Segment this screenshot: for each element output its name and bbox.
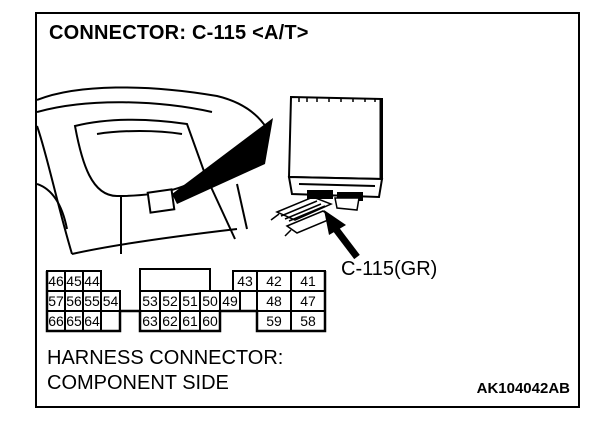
callout-arrow [324, 210, 360, 260]
dashboard-outline [37, 86, 270, 255]
control-unit [270, 95, 384, 237]
figure-code: AK104042AB [476, 380, 570, 397]
footer-line-2: COMPONENT SIDE [47, 372, 229, 394]
footer-line-1: HARNESS CONNECTOR: [47, 347, 284, 369]
connector-callout-label: C-115(GR) [341, 258, 438, 280]
location-wedge [172, 118, 273, 204]
illustration [37, 86, 384, 333]
connector-face [45, 268, 327, 333]
mount-location [146, 188, 176, 214]
diagram-frame: CONNECTOR: C-115 <A/T> [35, 12, 580, 408]
diagram-title: CONNECTOR: C-115 <A/T> [49, 22, 309, 44]
